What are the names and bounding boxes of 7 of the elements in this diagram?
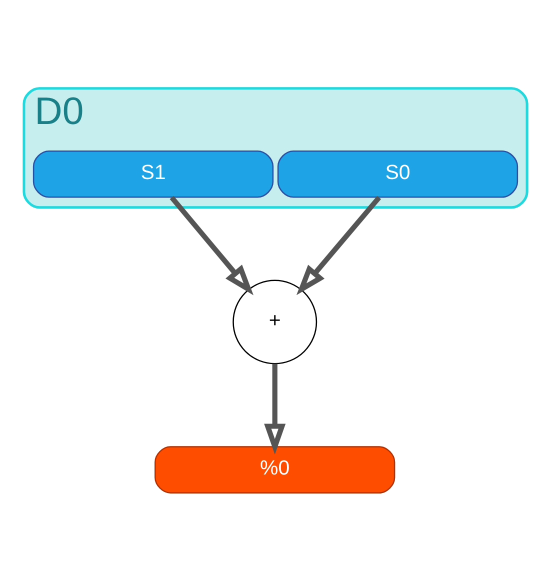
node-box: %0 bbox=[154, 446, 396, 494]
node-circle: + bbox=[232, 280, 318, 364]
node-box: S1 bbox=[32, 150, 274, 198]
arrow bbox=[170, 196, 254, 296]
node-box: S0 bbox=[277, 150, 518, 198]
arrow bbox=[296, 196, 382, 296]
arrow bbox=[264, 364, 286, 454]
